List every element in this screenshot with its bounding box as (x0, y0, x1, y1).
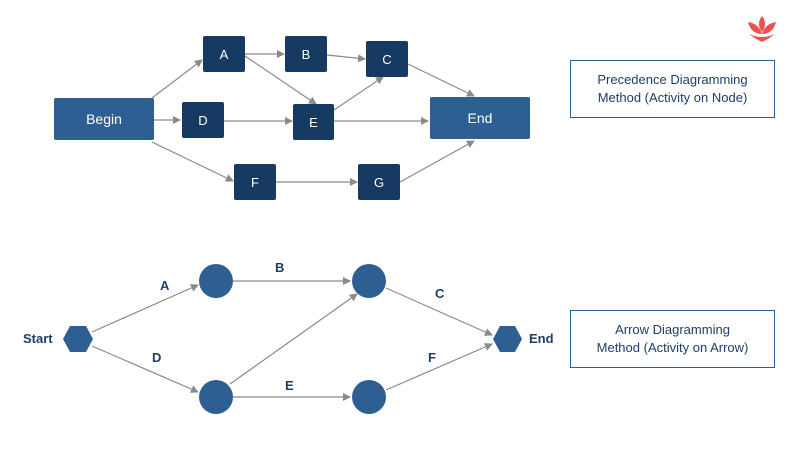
node-g-label: G (373, 174, 385, 190)
activity-label-f: F (428, 350, 436, 365)
node-c: C (366, 41, 408, 77)
edge-b-c (326, 54, 366, 63)
precedence-title-line1: Precedence Diagramming (597, 72, 748, 87)
activity-label-d: D (152, 350, 162, 365)
node-g: G (358, 164, 400, 200)
arrow-title-line2: Method (Activity on Arrow) (596, 340, 749, 355)
node-f-label: F (251, 174, 259, 190)
node-d-label: D (198, 112, 208, 128)
edge-c-end (407, 63, 475, 97)
edge-n3-endhex (385, 287, 493, 336)
edge-begin-f (151, 141, 234, 182)
node-b-label: B (301, 46, 311, 62)
edge-start-n2 (91, 345, 199, 393)
edge-g-end (399, 140, 475, 183)
node-f: F (234, 164, 276, 200)
event-node-1 (199, 264, 233, 298)
edge-n2-n3 (229, 293, 358, 385)
end-hexagon (493, 326, 522, 352)
activity-label-a: A (160, 278, 170, 293)
node-a-label: A (219, 46, 229, 62)
activity-label-e: E (285, 378, 294, 393)
event-node-2 (199, 380, 233, 414)
node-a: A (203, 36, 245, 72)
edge-start-n1 (91, 284, 199, 333)
precedence-title-box: Precedence Diagramming Method (Activity … (570, 60, 775, 118)
node-e: E (293, 104, 334, 140)
edge-e-c (333, 76, 384, 111)
node-c-label: C (382, 51, 392, 67)
start-label: Start (23, 331, 53, 346)
node-begin-label: Begin (86, 111, 122, 127)
edge-begin-a (151, 59, 203, 99)
edge-a-e (244, 55, 317, 105)
start-hexagon (63, 326, 93, 352)
node-end: End (430, 97, 530, 139)
node-begin: Begin (54, 98, 154, 140)
lotus-logo-icon (748, 16, 776, 42)
precedence-title-line2: Method (Activity on Node) (597, 90, 748, 105)
event-node-4 (352, 380, 386, 414)
event-node-3 (352, 264, 386, 298)
arrow-title-box: Arrow Diagramming Method (Activity on Ar… (570, 310, 775, 368)
node-end-label: End (467, 110, 493, 126)
node-b: B (285, 36, 327, 72)
activity-label-c: C (435, 286, 445, 301)
edge-n4-endhex (385, 343, 493, 391)
activity-label-b: B (275, 260, 285, 275)
node-e-label: E (309, 114, 318, 130)
node-d: D (182, 102, 224, 138)
arrow-title-line1: Arrow Diagramming (615, 322, 730, 337)
end-label: End (529, 331, 554, 346)
